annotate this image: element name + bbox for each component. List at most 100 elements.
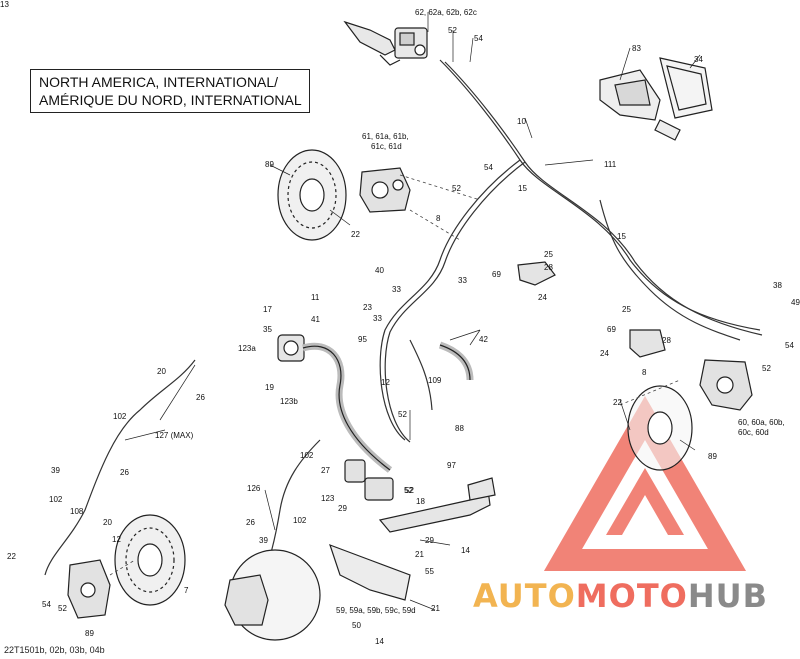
part-callout: 24 xyxy=(600,349,609,358)
rear-master-cylinder xyxy=(344,459,394,501)
part-callout: 102 xyxy=(293,516,307,525)
part-callout: 25 xyxy=(544,250,553,259)
part-callout: 60c, 60d xyxy=(738,428,769,437)
pedal-bracket xyxy=(329,543,411,601)
part-callout: 55 xyxy=(425,567,434,576)
part-callout: 102 xyxy=(49,495,63,504)
watermark-inner-logo xyxy=(606,468,684,535)
part-callout: 12 xyxy=(381,378,390,387)
part-callout: 29 xyxy=(425,536,434,545)
part-callout: 52 xyxy=(404,486,413,495)
part-callout: 127 (MAX) xyxy=(155,431,194,440)
front-left-caliper xyxy=(359,167,411,213)
part-callout: 21 xyxy=(415,550,424,559)
part-callout: 21 xyxy=(431,604,440,613)
part-callout: 27 xyxy=(321,466,330,475)
region-label-line-1: NORTH AMERICA, INTERNATIONAL/ xyxy=(39,74,279,90)
part-callout: 13 xyxy=(0,0,9,9)
part-callout: 123 xyxy=(321,494,335,503)
assembly-guide-lines xyxy=(109,174,681,576)
region-label-line-2: AMÉRIQUE DU NORD, INTERNATIONAL xyxy=(39,92,302,108)
watermark-brand-text: AUTOMOTOHUB xyxy=(473,576,768,616)
part-callout: 109 xyxy=(428,376,442,385)
callout-leader-lines xyxy=(124,12,701,611)
part-callout: 22 xyxy=(613,398,622,407)
part-callout: 20 xyxy=(103,518,112,527)
part-callout: 33 xyxy=(392,285,401,294)
part-callout: 39 xyxy=(259,536,268,545)
part-callout: 26 xyxy=(120,468,129,477)
part-callout: 26 xyxy=(246,518,255,527)
part-callout: 108 xyxy=(70,507,84,516)
rear-brake-pedal xyxy=(378,477,496,533)
part-callout: 52 xyxy=(58,604,67,613)
part-callout: 123a xyxy=(238,344,256,353)
front-right-brake-disc xyxy=(627,385,693,471)
part-callout: 23 xyxy=(363,303,372,312)
part-callout: 54 xyxy=(42,600,51,609)
part-callout: 89 xyxy=(85,629,94,638)
part-callout: 15 xyxy=(617,232,626,241)
part-callout: 15 xyxy=(518,184,527,193)
part-callout: 88 xyxy=(455,424,464,433)
part-callout: 126 xyxy=(247,484,261,493)
part-callout: 40 xyxy=(375,266,384,275)
part-callout: 7 xyxy=(184,586,189,595)
part-callout: 61c, 61d xyxy=(371,142,402,151)
part-callout: 61, 61a, 61b, xyxy=(362,132,409,141)
part-callout: 54 xyxy=(785,341,794,350)
part-callout: 62, 62a, 62b, 62c xyxy=(415,8,477,17)
region-label-box: NORTH AMERICA, INTERNATIONAL/ AMÉRIQUE D… xyxy=(30,69,310,113)
part-callout: 95 xyxy=(358,335,367,344)
part-callout: 54 xyxy=(484,163,493,172)
rear-caliper xyxy=(67,559,111,619)
part-callout: 35 xyxy=(263,325,272,334)
front-right-caliper xyxy=(699,359,753,411)
watermark-triangle-logo xyxy=(543,396,747,571)
part-callout: 83 xyxy=(632,44,641,53)
abs-bracket-upper xyxy=(517,261,556,286)
part-callout: 34 xyxy=(694,55,703,64)
part-callout: 69 xyxy=(492,270,501,279)
watermark-brand-part-moto: MOTO xyxy=(575,577,688,615)
diagram-reference-id: 22T1501b, 02b, 03b, 04b xyxy=(4,645,105,655)
front-master-cylinder xyxy=(343,20,428,66)
part-callout: 52 xyxy=(448,26,457,35)
part-callout: 123b xyxy=(280,397,298,406)
watermark-brand-part-auto: AUTO xyxy=(473,577,576,615)
part-callout: 10 xyxy=(517,117,526,126)
part-callout: 28 xyxy=(662,336,671,345)
part-callout: 33 xyxy=(373,314,382,323)
part-callout: 19 xyxy=(265,383,274,392)
part-callout: 12 xyxy=(112,535,121,544)
part-callout: 24 xyxy=(538,293,547,302)
part-callout: 60, 60a, 60b, xyxy=(738,418,785,427)
part-callout: 102 xyxy=(113,412,127,421)
part-callout: 17 xyxy=(263,305,272,314)
part-callout: 52 xyxy=(405,486,414,495)
part-callout: 52 xyxy=(452,184,461,193)
rear-brake-disc xyxy=(114,514,186,606)
part-callout: 50 xyxy=(352,621,361,630)
part-callout: 29 xyxy=(338,504,347,513)
part-callout: 42 xyxy=(479,335,488,344)
part-callout: 41 xyxy=(311,315,320,324)
display-bracket xyxy=(599,57,713,141)
brake-lines xyxy=(44,59,763,586)
part-callout: 14 xyxy=(375,637,384,646)
watermark-brand-part-hub: HUB xyxy=(687,577,769,615)
part-callout: 33 xyxy=(458,276,467,285)
part-callout: 22 xyxy=(351,230,360,239)
part-callout: 52 xyxy=(398,410,407,419)
part-callout: 11 xyxy=(311,293,320,302)
part-callout: 49 xyxy=(791,298,800,307)
front-left-brake-disc xyxy=(277,149,347,241)
part-callout: 22 xyxy=(7,552,16,561)
part-callout: 39 xyxy=(51,466,60,475)
part-callout: 69 xyxy=(607,325,616,334)
part-callout: 8 xyxy=(436,214,441,223)
part-callout: 28 xyxy=(544,263,553,272)
